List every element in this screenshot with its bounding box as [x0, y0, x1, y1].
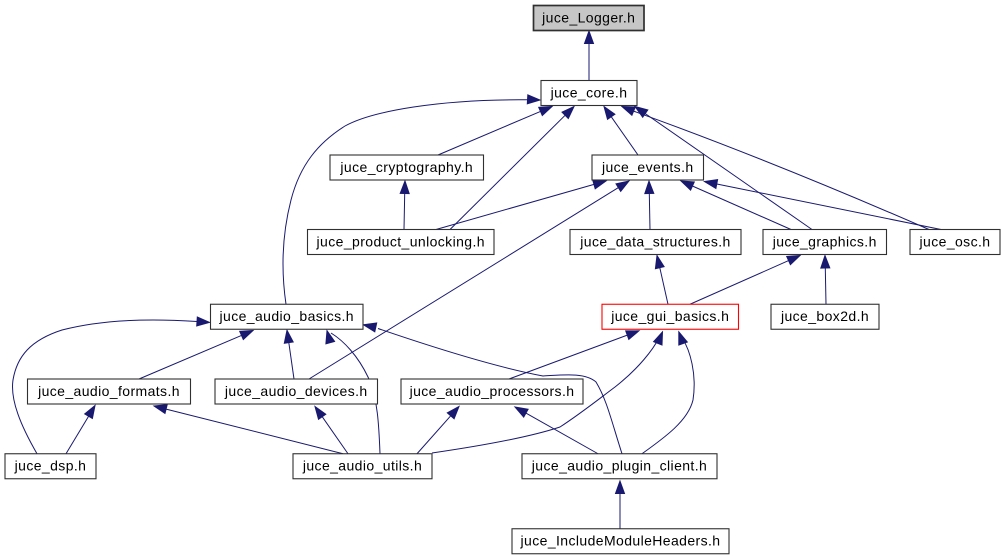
svg-text:juce_cryptography.h: juce_cryptography.h: [339, 159, 473, 175]
svg-text:juce_data_structures.h: juce_data_structures.h: [579, 233, 730, 249]
svg-text:juce_audio_plugin_client.h: juce_audio_plugin_client.h: [531, 458, 707, 474]
svg-text:juce_audio_basics.h: juce_audio_basics.h: [219, 308, 354, 324]
svg-text:juce_gui_basics.h: juce_gui_basics.h: [610, 308, 729, 324]
svg-text:juce_Logger.h: juce_Logger.h: [541, 9, 635, 25]
svg-text:juce_box2d.h: juce_box2d.h: [780, 308, 869, 324]
svg-text:juce_product_unlocking.h: juce_product_unlocking.h: [316, 233, 485, 249]
svg-text:juce_audio_utils.h: juce_audio_utils.h: [302, 458, 422, 474]
svg-text:juce_audio_devices.h: juce_audio_devices.h: [224, 383, 368, 399]
svg-text:juce_audio_processors.h: juce_audio_processors.h: [409, 383, 575, 399]
svg-text:juce_IncludeModuleHeaders.h: juce_IncludeModuleHeaders.h: [520, 533, 721, 549]
svg-text:juce_audio_formats.h: juce_audio_formats.h: [37, 383, 180, 399]
svg-text:juce_graphics.h: juce_graphics.h: [772, 233, 877, 249]
svg-text:juce_osc.h: juce_osc.h: [919, 233, 991, 249]
svg-text:juce_events.h: juce_events.h: [601, 159, 694, 175]
svg-text:juce_core.h: juce_core.h: [550, 84, 628, 100]
svg-text:juce_dsp.h: juce_dsp.h: [14, 458, 87, 474]
